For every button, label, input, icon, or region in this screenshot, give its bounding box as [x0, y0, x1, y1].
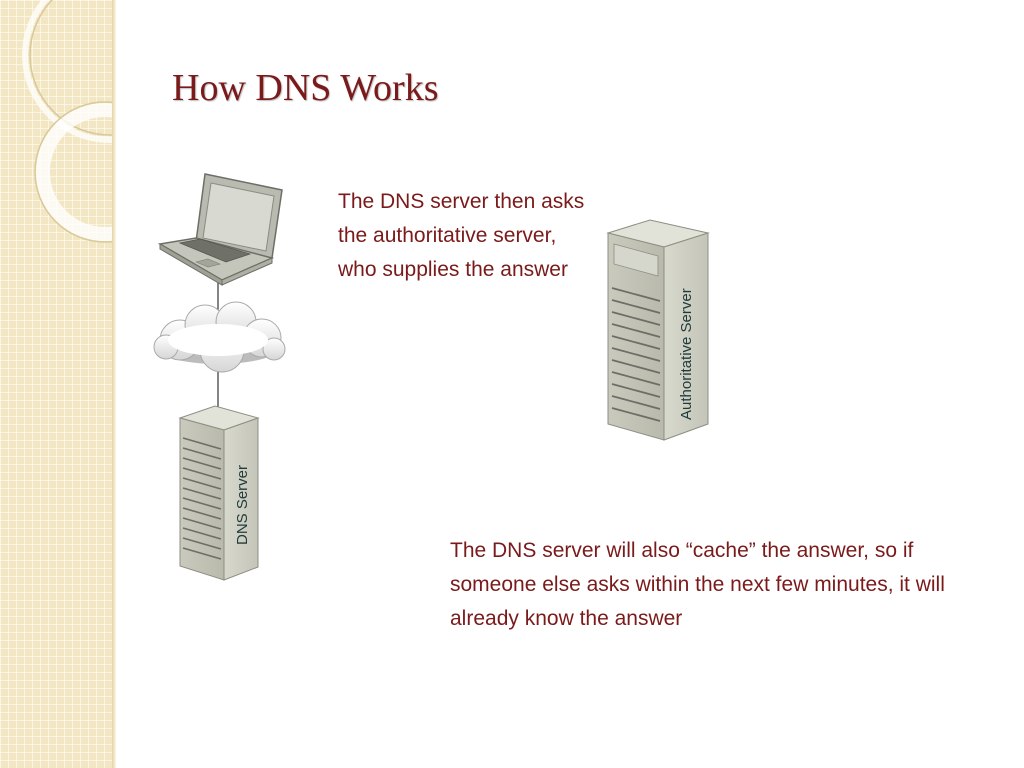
authoritative-server-label: Authoritative Server: [678, 288, 695, 420]
cloud-icon: [153, 301, 286, 373]
slide-title: How DNS Works: [172, 67, 439, 109]
decorative-rings: [22, 0, 112, 243]
sidebar-edge: [112, 0, 116, 768]
laptop-icon: [157, 173, 283, 286]
dns-server-icon: DNS Server: [178, 405, 260, 581]
text-cache-note: The DNS server will also “cache” the ans…: [450, 539, 945, 630]
sidebar-pattern: [0, 0, 112, 768]
text-authoritative-step: The DNS server then asks the authoritati…: [338, 190, 585, 281]
dns-server-label: DNS Server: [234, 465, 251, 545]
authoritative-server-icon: Authoritative Server: [606, 219, 710, 441]
